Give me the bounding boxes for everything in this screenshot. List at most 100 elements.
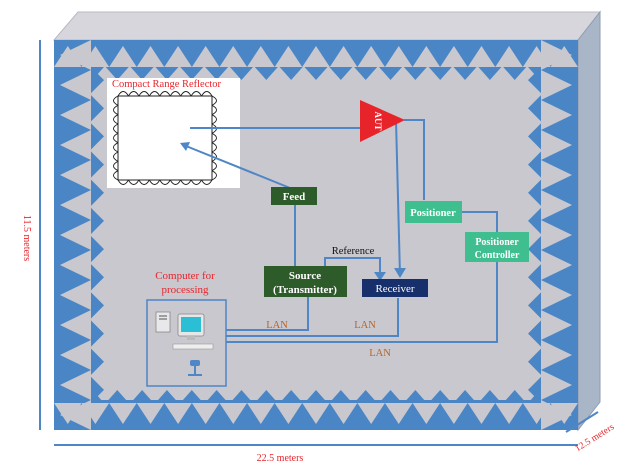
reflector-serration bbox=[201, 91, 213, 97]
absorber-spike-icon bbox=[60, 250, 91, 280]
absorber-spike-icon bbox=[136, 403, 165, 424]
absorber-spike-icon bbox=[109, 403, 137, 424]
source-label-2: (Transmitter) bbox=[273, 284, 337, 296]
lan-label-controller: LAN bbox=[369, 348, 391, 359]
absorber-spike-icon bbox=[528, 178, 542, 207]
reflector-serration bbox=[113, 170, 119, 181]
absorber-spike-icon bbox=[402, 66, 428, 80]
absorber-spike-icon bbox=[303, 390, 329, 404]
absorber-spike-icon bbox=[440, 46, 468, 67]
reflector-serration bbox=[138, 179, 150, 185]
reflector-dish bbox=[117, 95, 213, 181]
absorber-spike-icon bbox=[219, 46, 248, 67]
absorber-spike-icon bbox=[412, 403, 441, 424]
absorber-spike-icon bbox=[60, 70, 91, 100]
absorber-spike-icon bbox=[253, 390, 279, 404]
reflector-serration bbox=[211, 104, 217, 116]
reflector-serration bbox=[138, 91, 150, 97]
reflector-serration bbox=[211, 160, 217, 172]
absorber-spike-icon bbox=[104, 66, 130, 80]
positioner-controller-box bbox=[465, 232, 529, 262]
absorber-spike-icon bbox=[353, 66, 379, 80]
absorber-spike-icon bbox=[467, 403, 496, 424]
absorber-spike-icon bbox=[541, 250, 572, 280]
computer-label-1: Computer for bbox=[155, 270, 215, 282]
reflector-serration bbox=[159, 179, 171, 185]
absorber-spike-icon bbox=[329, 46, 358, 67]
absorber-spike-icon bbox=[274, 403, 303, 424]
absorber-spike-icon bbox=[90, 319, 104, 348]
lan-source bbox=[226, 296, 309, 331]
absorber-spike-icon bbox=[90, 375, 104, 404]
absorber-spike-icon bbox=[60, 280, 91, 310]
absorber-spike-icon bbox=[274, 46, 303, 67]
signal-lines bbox=[180, 119, 498, 343]
absorber-spike-icon bbox=[357, 403, 385, 424]
absorber-spike-icon bbox=[229, 66, 254, 80]
reflector-serration bbox=[169, 91, 182, 97]
receiver-label: Receiver bbox=[375, 283, 414, 295]
absorber-spike-icon bbox=[303, 66, 329, 80]
monitor-icon bbox=[177, 313, 205, 340]
reflector-serration bbox=[113, 151, 119, 162]
reflector-serrations bbox=[113, 91, 217, 185]
reflector-serration bbox=[113, 132, 119, 144]
absorber-spike-icon bbox=[384, 46, 413, 67]
absorber-spike-icon bbox=[90, 122, 104, 151]
absorber-spike-icon bbox=[90, 66, 104, 95]
absorber-spike-icon bbox=[528, 291, 542, 320]
absorber-spike-icon bbox=[229, 390, 254, 404]
reflector-serration bbox=[201, 179, 213, 185]
absorber-spike-icon bbox=[90, 150, 104, 179]
reflector-serration bbox=[148, 91, 161, 97]
absorber-spikes bbox=[54, 40, 578, 430]
reflector-serration bbox=[113, 160, 119, 172]
reference-label: Reference bbox=[332, 246, 375, 257]
reference-line bbox=[324, 257, 381, 278]
reflector-serration bbox=[211, 151, 217, 162]
absorber-spike-icon bbox=[384, 403, 413, 424]
reflector-label: Compact Range Reflector bbox=[112, 79, 222, 90]
reflector-serration bbox=[117, 91, 129, 97]
reflector-serration bbox=[128, 179, 140, 185]
absorber-spike-icon bbox=[204, 66, 230, 80]
reflector-serration bbox=[159, 91, 171, 97]
reflector-serration bbox=[113, 114, 119, 125]
absorber-spike-icon bbox=[60, 400, 91, 430]
absorber-spike-icon bbox=[502, 390, 528, 404]
absorber-spike-icon bbox=[179, 66, 205, 80]
absorber-spike-icon bbox=[528, 319, 542, 348]
lan-controller bbox=[226, 262, 498, 343]
absorber-spike-icon bbox=[90, 178, 104, 207]
absorber-spike-icon bbox=[60, 160, 91, 190]
receiver-arrowhead bbox=[394, 268, 406, 278]
absorber-spike-icon bbox=[129, 390, 155, 404]
absorber-spike-icon bbox=[528, 66, 542, 95]
feed-label: Feed bbox=[283, 191, 306, 203]
absorber-spike-icon bbox=[219, 403, 248, 424]
absorber-spike-icon bbox=[541, 190, 572, 220]
absorber-spike-icon bbox=[528, 206, 542, 235]
feed-arrowhead bbox=[180, 142, 190, 151]
absorber-spike-icon bbox=[154, 390, 180, 404]
absorber-spike-icon bbox=[60, 190, 91, 220]
positioner-to-controller bbox=[462, 211, 498, 232]
absorber-spike-icon bbox=[60, 310, 91, 340]
absorber-spike-icon bbox=[477, 390, 503, 404]
absorber-spike-icon bbox=[378, 66, 403, 80]
aut-antenna bbox=[360, 100, 405, 142]
chamber-top-face bbox=[52, 11, 602, 41]
reflector-serration bbox=[128, 91, 140, 97]
absorber-spike-icon bbox=[528, 347, 542, 376]
absorber-spike-icon bbox=[412, 46, 441, 67]
reflector-serration bbox=[211, 132, 217, 144]
absorber-spike-icon bbox=[60, 100, 91, 130]
positioner-controller-label-2: Controller bbox=[475, 250, 520, 261]
height-dimension-label: 11.5 meters bbox=[21, 215, 32, 261]
reflector-serration bbox=[148, 179, 161, 185]
absorber-spike-icon bbox=[328, 66, 354, 80]
absorber-spike-icon bbox=[302, 403, 330, 424]
absorber-spike-icon bbox=[357, 46, 385, 67]
keyboard-icon bbox=[172, 343, 214, 350]
